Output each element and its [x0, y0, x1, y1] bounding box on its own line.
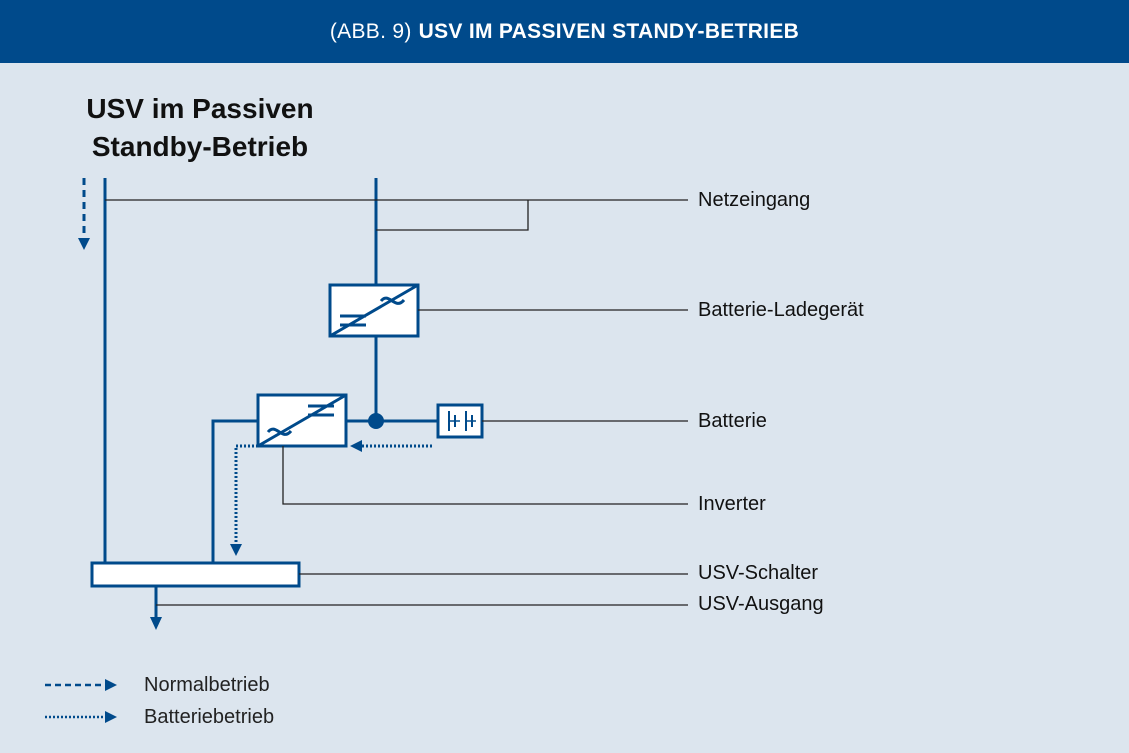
inverter-icon — [256, 393, 348, 448]
figure-title: USV IM PASSIVEN STANDY-BETRIEB — [418, 19, 800, 43]
diagram-title-line2: Standby-Betrieb — [91, 131, 309, 162]
normal-flow-arrowhead — [78, 238, 90, 250]
battery-flow-arrowhead-down — [230, 544, 242, 556]
diagram-panel — [0, 63, 1129, 753]
diagram-title-line1: USV im Passiven — [86, 93, 314, 124]
ups-switch-bar — [90, 561, 301, 588]
label-netzeingang: Netzeingang — [698, 189, 811, 211]
label-batterie: Batterie — [698, 410, 767, 432]
label-batterie-ladegeraet: Batterie-Ladegerät — [698, 299, 864, 321]
label-usv-ausgang: USV-Ausgang — [698, 593, 824, 615]
label-inverter: Inverter — [698, 493, 766, 515]
legend-battery-arrow — [45, 711, 117, 723]
legend-normal-arrow — [45, 679, 117, 691]
inverter-output-line — [211, 419, 258, 563]
battery-icon — [436, 403, 484, 439]
battery-flow-arrow-vertical — [234, 444, 258, 545]
figure-number: (ABB. 9) — [329, 19, 412, 43]
leader-netzeingang-branch — [376, 200, 529, 231]
leader-inverter — [282, 446, 688, 505]
battery-flow-arrowhead-left — [350, 440, 362, 452]
diagram-title: USV im Passiven Standby-Betrieb — [60, 90, 340, 166]
junction-node — [368, 413, 384, 429]
figure-header: (ABB. 9) USV IM PASSIVEN STANDY-BETRIEB — [0, 0, 1129, 63]
legend-battery-label: Batteriebetrieb — [144, 706, 275, 728]
legend-normal-label: Normalbetrieb — [144, 674, 270, 696]
output-arrowhead — [150, 617, 162, 630]
label-usv-schalter: USV-Schalter — [698, 562, 819, 584]
charger-icon — [328, 283, 420, 338]
